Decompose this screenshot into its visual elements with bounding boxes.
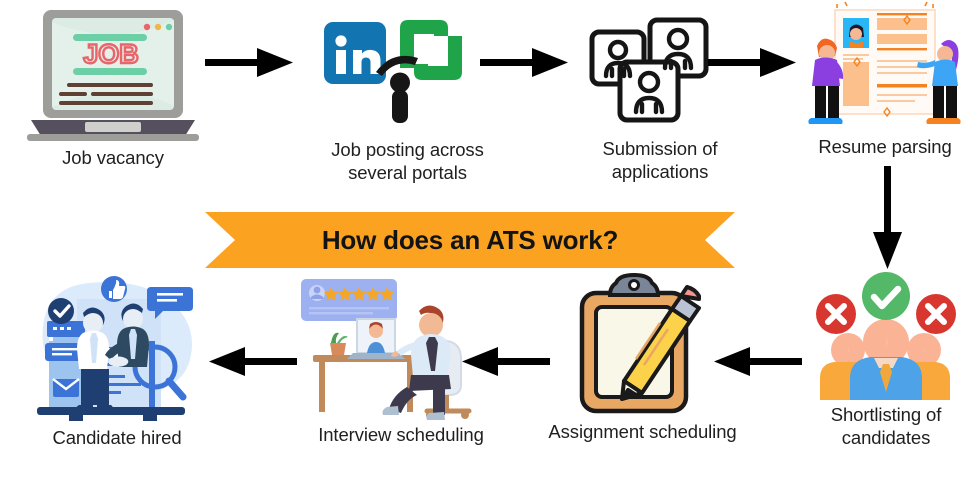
step-label-job-posting: Job posting across several portals [331, 139, 484, 183]
candidate-rating-card [300, 279, 397, 321]
step-label-interview-scheduling: Interview scheduling [318, 424, 484, 445]
step-candidate-hired: Candidate hired [22, 275, 212, 450]
step-submission-of-applications: Submission of applications [560, 14, 760, 183]
step-job-vacancy: JOB Job vacancy [18, 8, 208, 170]
step-label-shortlisting-of-candidates: Shortlisting of candidates [830, 404, 942, 448]
interviewer-figure [382, 305, 451, 420]
handshake-hired-icon [25, 275, 210, 423]
step-shortlisting-of-candidates: Shortlisting of candidates [800, 272, 972, 449]
candidate-group-figures [820, 319, 950, 400]
step-interview-scheduling: Interview scheduling [292, 275, 510, 447]
reject-badge-right-icon [916, 294, 956, 334]
banner-ribbon-shape [205, 212, 735, 268]
step-label-resume-parsing: Resume parsing [818, 136, 952, 157]
candidate-shortlist-icon [800, 272, 972, 400]
step-label-job-vacancy: Job vacancy [62, 147, 164, 168]
arrow-posting-to-submission [480, 46, 570, 80]
linkedin-logo-icon [324, 22, 386, 84]
recruiter-left-figure [808, 38, 844, 124]
step-label-candidate-hired: Candidate hired [52, 427, 182, 448]
approve-badge-center-icon [862, 272, 910, 320]
recruiter-right-figure [917, 40, 961, 124]
step-label-submission-of-applications: Submission of applications [602, 138, 718, 182]
reject-badge-left-icon [816, 294, 856, 334]
video-interview-icon [299, 275, 504, 420]
banner-how-does-an-ats-work: How does an ATS work? [205, 212, 735, 268]
laptop-job-posting-icon: JOB [25, 8, 201, 143]
indeed-logo-icon [376, 55, 418, 123]
banner-title: How does an ATS work? [321, 224, 619, 255]
arrow-interview-to-hired [205, 345, 297, 379]
arrow-submission-to-parsing [708, 46, 798, 80]
step-resume-parsing: Resume parsing [795, 1, 975, 159]
arrow-assignment-to-interview [458, 345, 550, 379]
rating-stars [323, 287, 394, 301]
clipboard-pencil-icon [568, 272, 718, 417]
arrow-vacancy-to-posting [205, 46, 295, 80]
step-label-assignment-scheduling: Assignment scheduling [548, 421, 737, 442]
candidate-handshake-figure [104, 303, 149, 367]
glassdoor-logo-icon [400, 20, 462, 80]
arrow-shortlisting-to-assignment [710, 345, 802, 379]
resume-parsing-illustration-icon [795, 1, 975, 132]
application-cards-icon [560, 14, 760, 134]
job-portal-logos-icon [300, 10, 515, 135]
recruiter-handshake-figure [75, 307, 121, 410]
step-assignment-scheduling: Assignment scheduling [530, 272, 755, 444]
svg-text:JOB: JOB [83, 39, 139, 69]
step-job-posting: Job posting across several portals [300, 10, 515, 184]
arrow-parsing-to-shortlisting [866, 166, 914, 271]
